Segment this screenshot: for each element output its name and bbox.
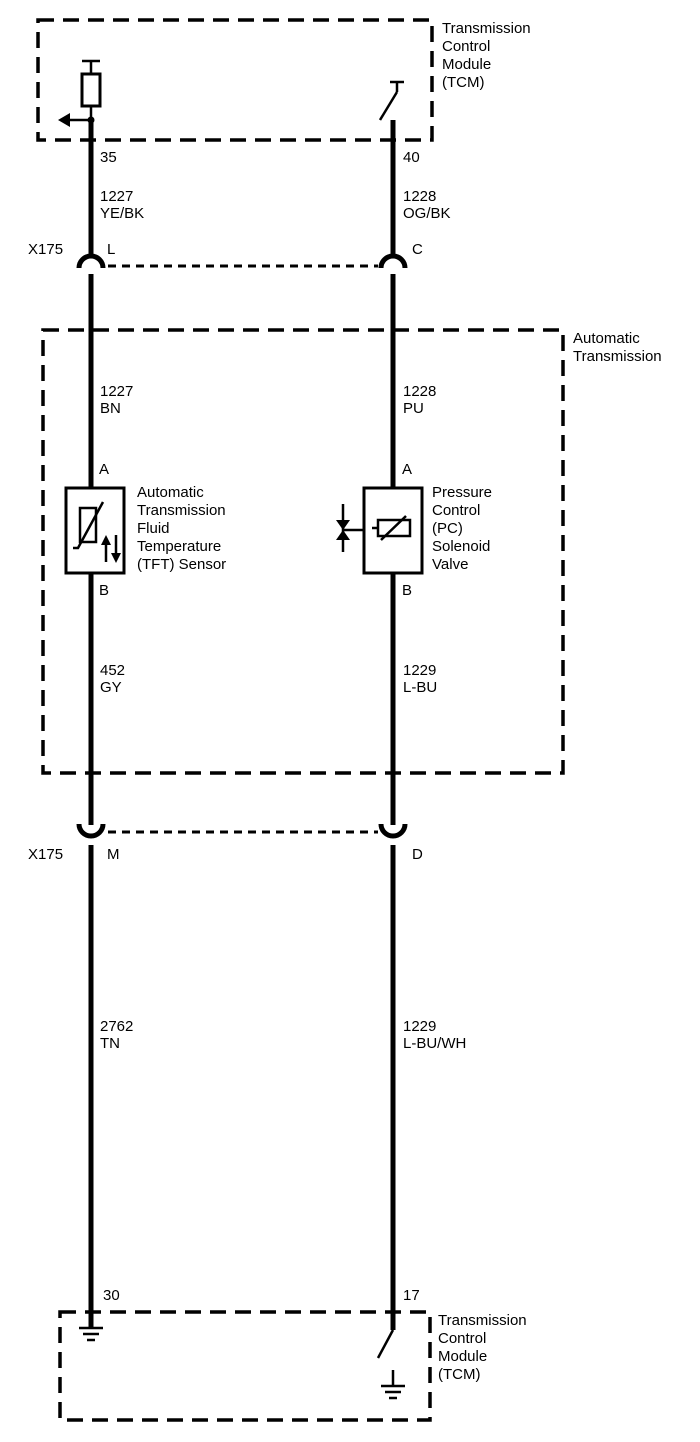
right-wire3-number: 1229 [403,662,436,679]
pc-label-line1: Pressure [432,484,492,501]
transmission-label-line2: Transmission [573,348,662,365]
tft-pin-a: A [99,461,109,478]
connector-bottom-id: X175 [28,846,63,863]
tcm-bottom-boundary [58,1310,432,1422]
right-tcm-pin-17: 17 [403,1287,420,1304]
tcm-bottom-label-line2: Control [438,1330,486,1347]
tcm-top-label-line1: Transmission [442,20,531,37]
transmission-label-line1: Automatic [573,330,640,347]
left-tcm-pin-35: 35 [100,149,117,166]
automatic-transmission: Automatic Transmission [41,328,662,775]
tcm-bottom-label-line3: Module [438,1348,487,1365]
right-wire1-color: OG/BK [403,205,451,222]
tft-label-line1: Automatic [137,484,204,501]
left-wire3-number: 452 [100,662,125,679]
connector-bottom-pin-m: M [107,846,120,863]
tft-label-line3: Fluid [137,520,170,537]
tcm-top-boundary [36,18,434,142]
connector-top-right-socket-icon [378,253,408,269]
valve-icon [336,504,364,552]
tcm-bottom-module: Transmission Control Module (TCM) [58,1310,527,1422]
connector-bottom-left-socket-icon [76,823,106,839]
right-wire3-color: L-BU [403,679,437,696]
tft-label-line2: Transmission [137,502,226,519]
tcm-top-module: Transmission Control Module (TCM) [36,18,531,142]
pc-label-line3: (PC) [432,520,463,537]
pc-label-line5: Valve [432,556,468,573]
thermistor-icon [73,501,121,563]
connector-top-left-socket-icon [76,253,106,269]
tcm-bottom-switch-icon [376,1329,395,1386]
tcm-top-label-line3: Module [442,56,491,73]
tcm-pullup-resistor-icon [58,59,102,127]
right-wire4-color: L-BU/WH [403,1035,466,1052]
connector-top-pin-l: L [107,241,115,258]
pc-solenoid-valve: Pressure Control (PC) Solenoid Valve [336,484,492,575]
right-tcm-pin-40: 40 [403,149,420,166]
pc-pin-b: B [402,582,412,599]
left-wire1-color: YE/BK [100,205,144,222]
pc-solenoid-body [362,486,424,575]
connector-top-pin-c: C [412,241,423,258]
tcm-bottom-label-line1: Transmission [438,1312,527,1329]
transmission-boundary [41,328,565,775]
connector-x175-bottom: X175 M D [28,823,423,863]
connector-bottom-right-socket-icon [378,823,408,839]
tft-label-line5: (TFT) Sensor [137,556,226,573]
tcm-top-label-line4: (TCM) [442,74,484,91]
connector-x175-top: X175 L C [28,241,423,269]
tft-label-line4: Temperature [137,538,221,555]
right-wire2-color: PU [403,400,424,417]
tft-pin-b: B [99,582,109,599]
tcm-top-label-line2: Control [442,38,490,55]
left-ground-icon [79,1326,103,1342]
pc-label-line4: Solenoid [432,538,490,555]
right-ground-icon [381,1384,405,1400]
left-wire2-number: 1227 [100,383,133,400]
tcm-bottom-label-line4: (TCM) [438,1366,480,1383]
right-wire1-number: 1228 [403,188,436,205]
solenoid-icon [372,515,412,541]
tft-sensor: Automatic Transmission Fluid Temperature… [64,484,226,575]
connector-bottom-pin-d: D [412,846,423,863]
left-wire4-number: 2762 [100,1018,133,1035]
left-wire3-color: GY [100,679,122,696]
left-wire1-number: 1227 [100,188,133,205]
right-wire2-number: 1228 [403,383,436,400]
connector-top-id: X175 [28,241,63,258]
tcm-switch-icon [378,80,404,121]
pc-pin-a: A [402,461,412,478]
right-wire4-number: 1229 [403,1018,436,1035]
left-tcm-pin-30: 30 [103,1287,120,1304]
left-wire4-color: TN [100,1035,120,1052]
pc-label-line2: Control [432,502,480,519]
left-wire2-color: BN [100,400,121,417]
